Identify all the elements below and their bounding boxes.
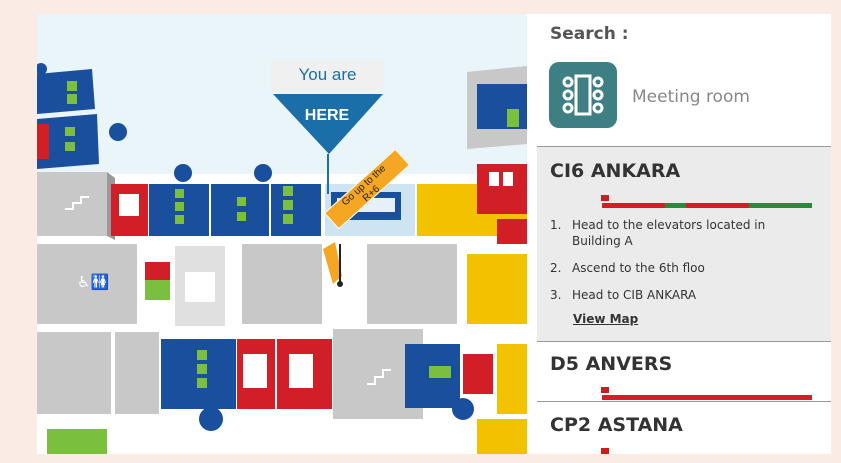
room-block-far-right	[467, 66, 527, 244]
availability-timeline	[602, 395, 812, 400]
timeline-segment	[644, 395, 665, 400]
timeline-segment	[602, 395, 623, 400]
timeline-segment	[686, 203, 707, 208]
divider	[537, 401, 831, 402]
view-map-link[interactable]: View Map	[573, 312, 639, 326]
timeline-segment	[749, 395, 770, 400]
timeline-segment	[770, 203, 791, 208]
search-panel: Search : Meeting room CI6 ANKARA 1. Head…	[527, 14, 831, 454]
timeline-segment	[602, 203, 623, 208]
room-block-far-left	[37, 69, 99, 169]
timeline-current-marker	[601, 448, 609, 454]
step-item: 3. Head to CIB ANKARA	[550, 287, 810, 303]
step-text: Ascend to the 6th floo	[572, 261, 705, 275]
timeline-segment	[791, 203, 812, 208]
timeline-segment	[728, 203, 749, 208]
svg-text:♿🚻: ♿🚻	[77, 273, 109, 291]
step-item: 1. Head to the elevators located in Buil…	[550, 217, 810, 249]
step-item: 2. Ascend to the 6th floo	[550, 260, 810, 276]
timeline-segment	[623, 395, 644, 400]
timeline-segment	[644, 203, 665, 208]
step-number: 2.	[550, 261, 562, 275]
room-row-3	[37, 329, 527, 454]
timeline-segment	[686, 395, 707, 400]
room-row-2: ♿🚻	[37, 244, 527, 326]
room-name[interactable]: CI6 ANKARA	[550, 160, 681, 182]
you-are-label: You are	[271, 60, 384, 90]
timeline-segment	[728, 395, 749, 400]
timeline-segment	[665, 395, 686, 400]
step-text: Head to CIB ANKARA	[572, 288, 697, 302]
directions-steps: 1. Head to the elevators located in Buil…	[550, 217, 810, 314]
timeline-current-marker	[601, 195, 609, 201]
search-label: Search :	[550, 24, 629, 44]
room-badges	[37, 63, 474, 431]
step-number: 1.	[550, 218, 562, 232]
room-name[interactable]: D5 ANVERS	[550, 353, 673, 375]
timeline-segment	[707, 395, 728, 400]
meeting-room-label: Meeting room	[632, 87, 750, 107]
availability-timeline	[602, 203, 812, 208]
divider	[537, 146, 831, 147]
timeline-segment	[665, 203, 686, 208]
room-card-active[interactable]	[537, 147, 831, 341]
timeline-segment	[749, 203, 770, 208]
divider	[537, 341, 831, 342]
you-are-here-marker	[273, 94, 383, 287]
meeting-room-icon	[562, 74, 604, 116]
floor-map[interactable]: ♿🚻	[37, 14, 527, 454]
app-frame: ♿🚻	[37, 14, 831, 454]
here-label: HERE	[304, 107, 350, 124]
step-number: 3.	[550, 288, 562, 302]
timeline-segment	[770, 395, 791, 400]
room-name[interactable]: CP2 ASTANA	[550, 414, 683, 436]
timeline-segment	[791, 395, 812, 400]
step-text: Head to the elevators located in Buildin…	[572, 218, 766, 248]
timeline-segment	[623, 203, 644, 208]
meeting-room-filter-button[interactable]	[549, 62, 617, 128]
timeline-current-marker	[601, 387, 609, 393]
timeline-segment	[707, 203, 728, 208]
